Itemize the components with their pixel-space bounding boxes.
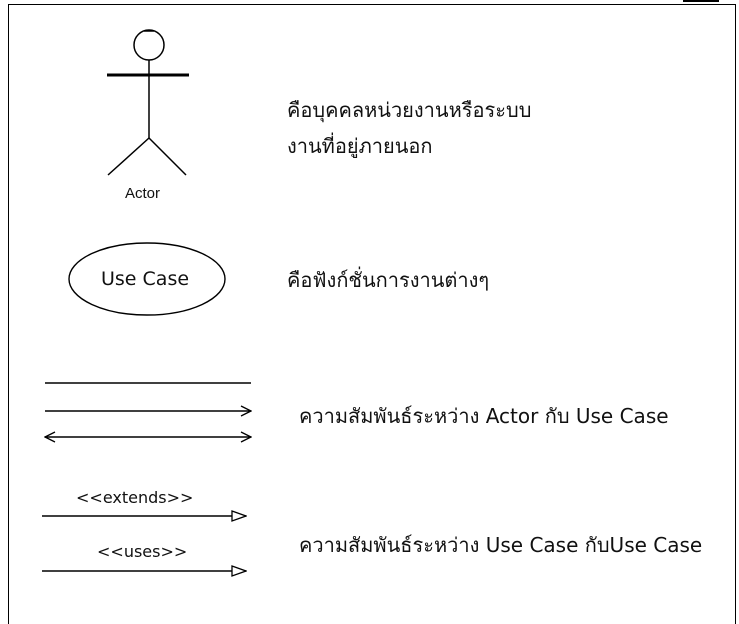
uml-legend-graphics bbox=[42, 29, 739, 601]
use-case-relation-description: ความสัมพันธ์ระหว่าง Use Case กับUse Case bbox=[299, 533, 703, 557]
actor-head bbox=[133, 29, 165, 61]
actor-right-leg bbox=[148, 137, 187, 176]
actor-label: Actor bbox=[125, 185, 161, 202]
diagram-frame bbox=[8, 4, 736, 624]
association-description: ความสัมพันธ์ระหว่าง Actor กับ Use Case bbox=[299, 404, 669, 428]
actor-stick-figure bbox=[107, 29, 189, 176]
use-case-description: คือฟังก์ชั่นการงานต่างๆ bbox=[287, 268, 490, 292]
extends-label: <<extends>> bbox=[76, 488, 194, 507]
actor-description-line2: งานที่อยู่ภายนอก bbox=[287, 134, 433, 158]
actor-left-leg bbox=[107, 137, 150, 176]
use-case-label: Use Case bbox=[101, 268, 190, 290]
uses-label: <<uses>> bbox=[97, 542, 188, 561]
use-case-ellipse bbox=[68, 242, 226, 316]
actor-description-line1: คือบุคคลหน่วยงานหรือระบบ bbox=[287, 98, 532, 122]
top-edge-mark bbox=[683, 0, 719, 2]
